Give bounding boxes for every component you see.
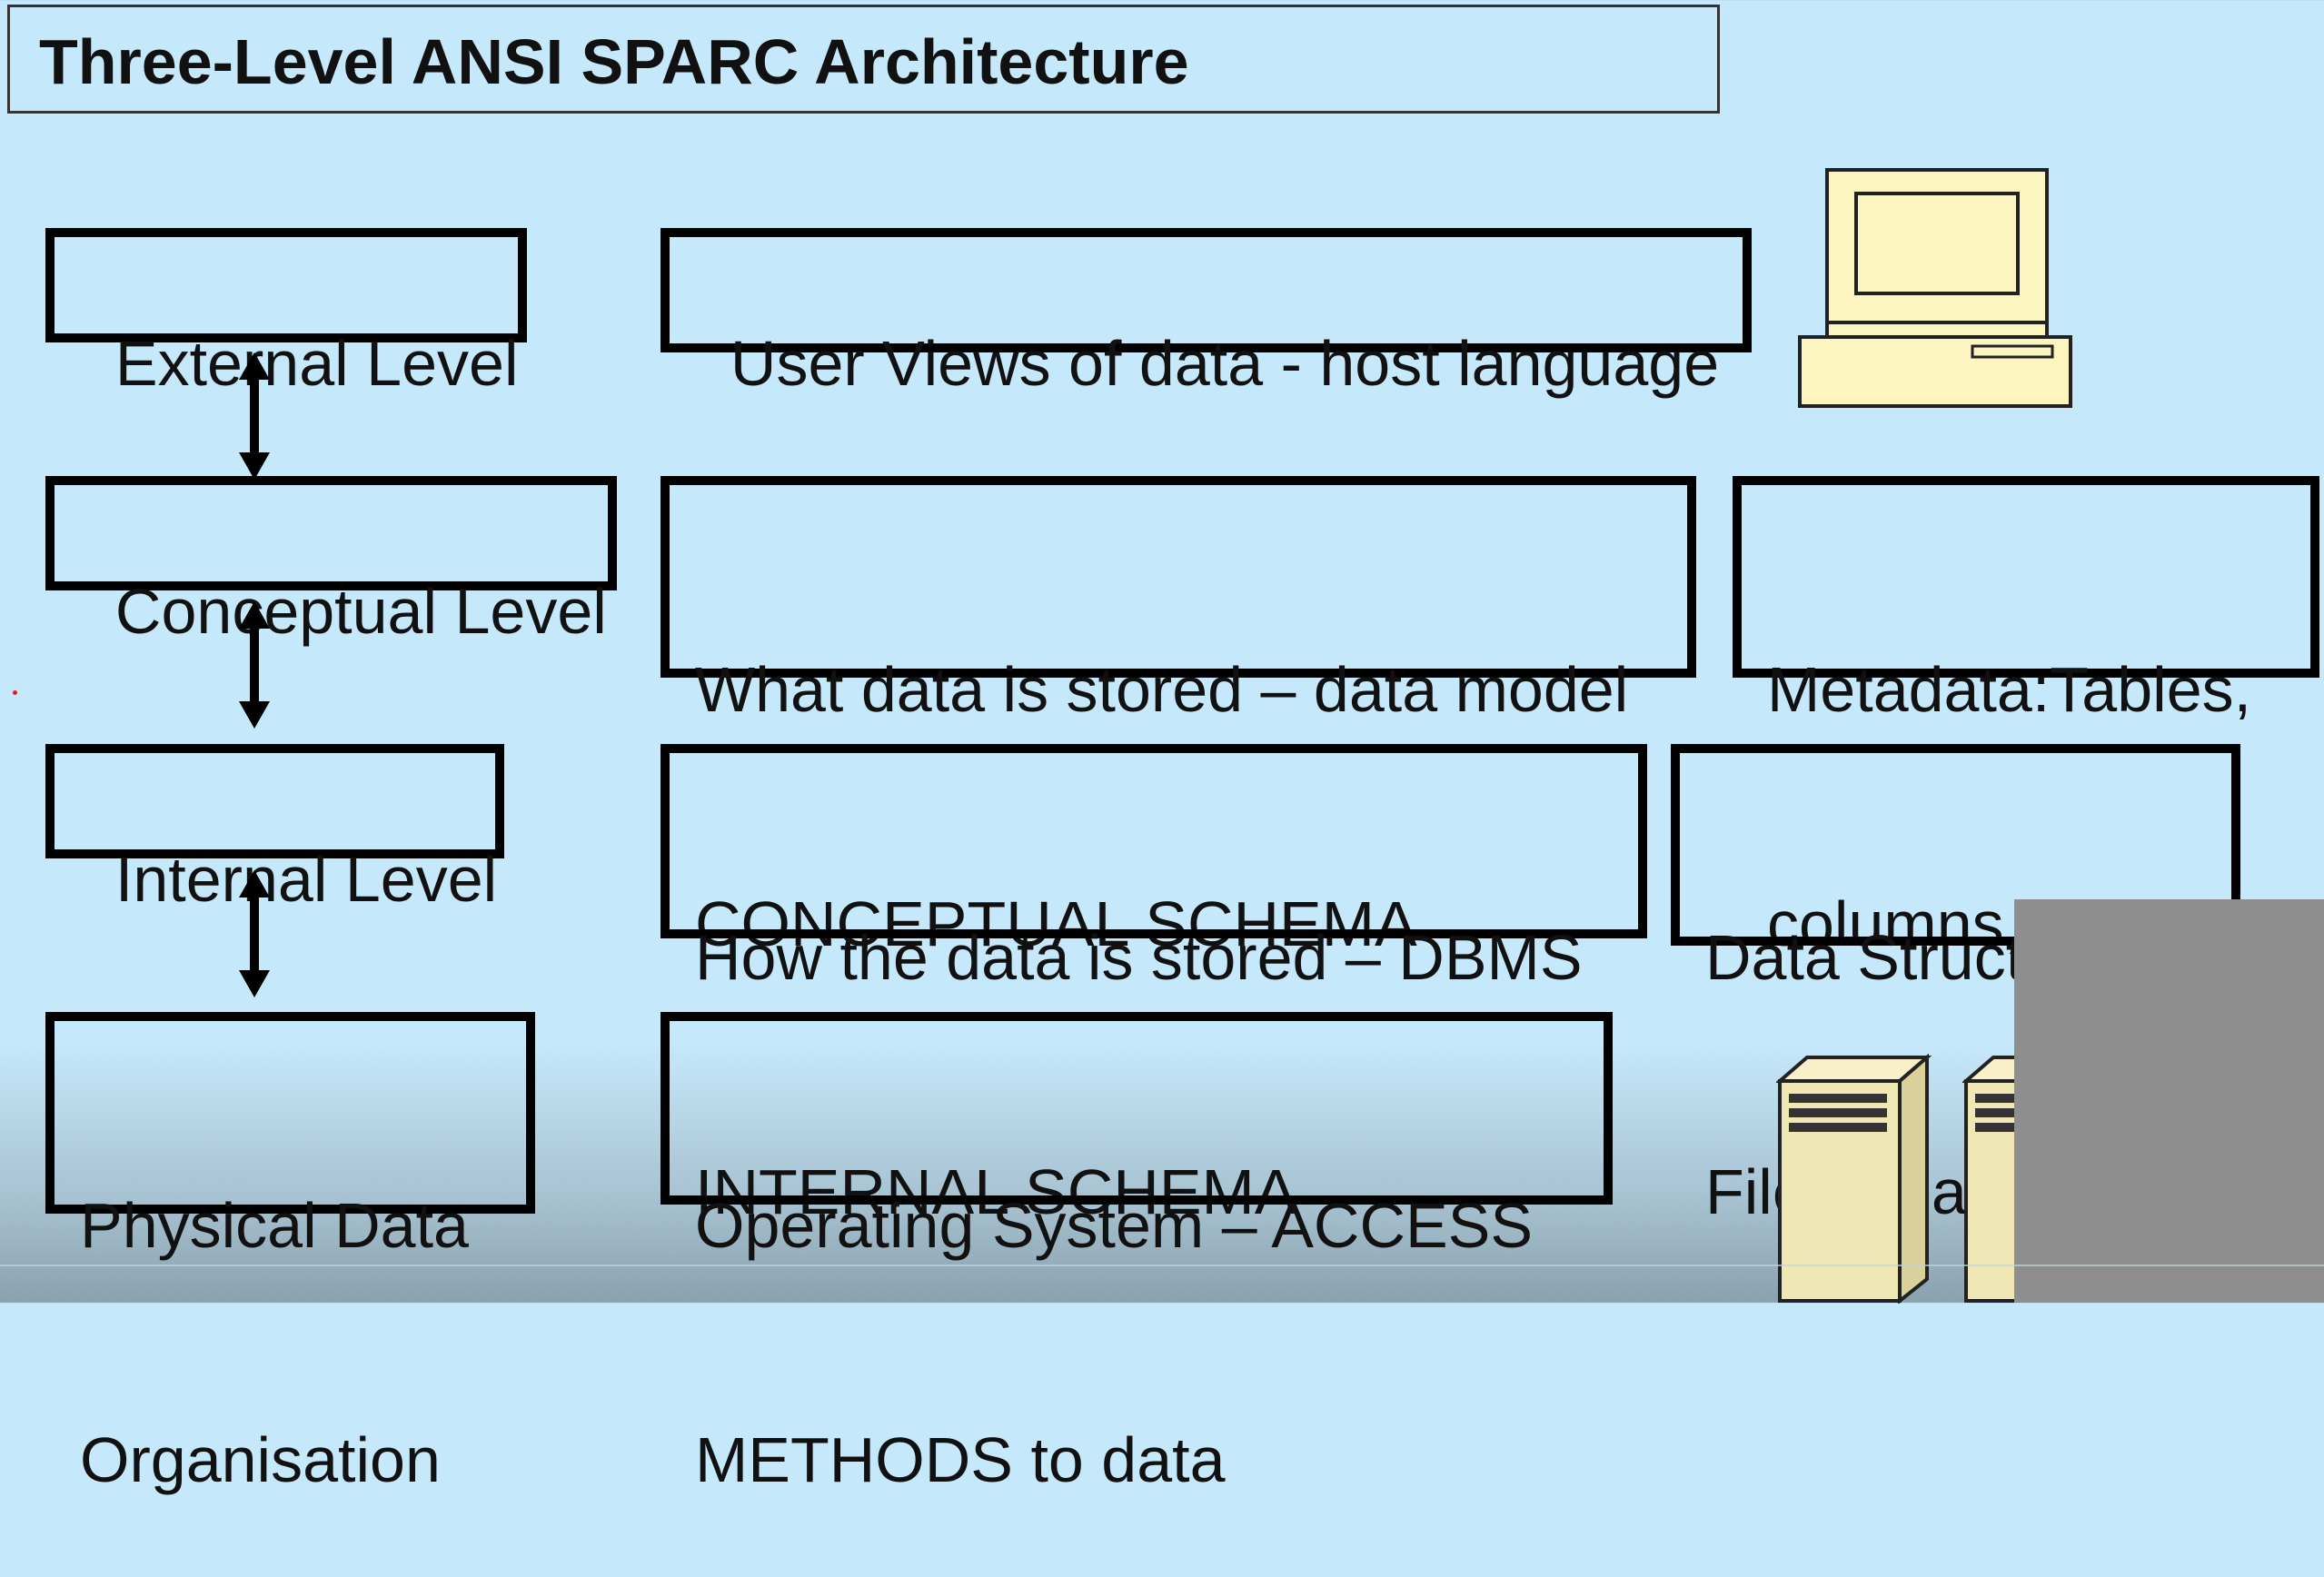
metadata-text-1: Metadata:Tables, [1767,654,2252,725]
physical-description-1: Operating System – ACCESS [695,1190,1534,1261]
conceptual-level-box: Conceptual Level [45,476,617,647]
physical-level-label-1: Physical Data [80,1190,469,1261]
conceptual-description-box: What data is stored – data model CONCEPT… [660,476,1696,959]
external-description-box: User Views of data - host language [660,228,1752,399]
physical-level-box: Physical Data Organisation [45,1012,535,1495]
internal-level-box: Internal Level [45,744,504,915]
double-arrow-icon [239,870,270,997]
external-description: User Views of data - host language [730,328,1720,399]
internal-description-2: INTERNAL SCHEMA [695,1156,1297,1227]
internal-description-box: How the data is stored – DBMS INTERNAL S… [660,744,1647,1227]
conceptual-description-1: What data is stored – data model [695,654,1629,725]
double-arrow-icon [239,601,270,729]
physical-description-box: Operating System – ACCESS METHODS to dat… [660,1012,1613,1495]
physical-description-2: METHODS to data [695,1424,1226,1495]
external-level-label: External Level [114,328,519,399]
conceptual-level-label: Conceptual Level [114,576,607,647]
conceptual-description-2: CONCEPTUAL SCHEMA [695,888,1417,959]
internal-description-1: How the data is stored – DBMS [695,922,1583,993]
double-arrow-icon [239,352,270,480]
metadata-box: Metadata:Tables, columns, keys … [1733,476,2319,959]
physical-level-label-2: Organisation [80,1424,441,1495]
video-overlay-panel [2014,899,2324,1303]
internal-level-label: Internal Level [114,844,498,915]
external-level-box: External Level [45,228,527,399]
divider [0,1265,2324,1266]
server-icon [1776,1054,1932,1304]
cursor-dot [13,690,17,695]
computer-icon [1798,168,2072,408]
page-title: Three-Level ANSI SPARC Architecture [7,5,1720,114]
